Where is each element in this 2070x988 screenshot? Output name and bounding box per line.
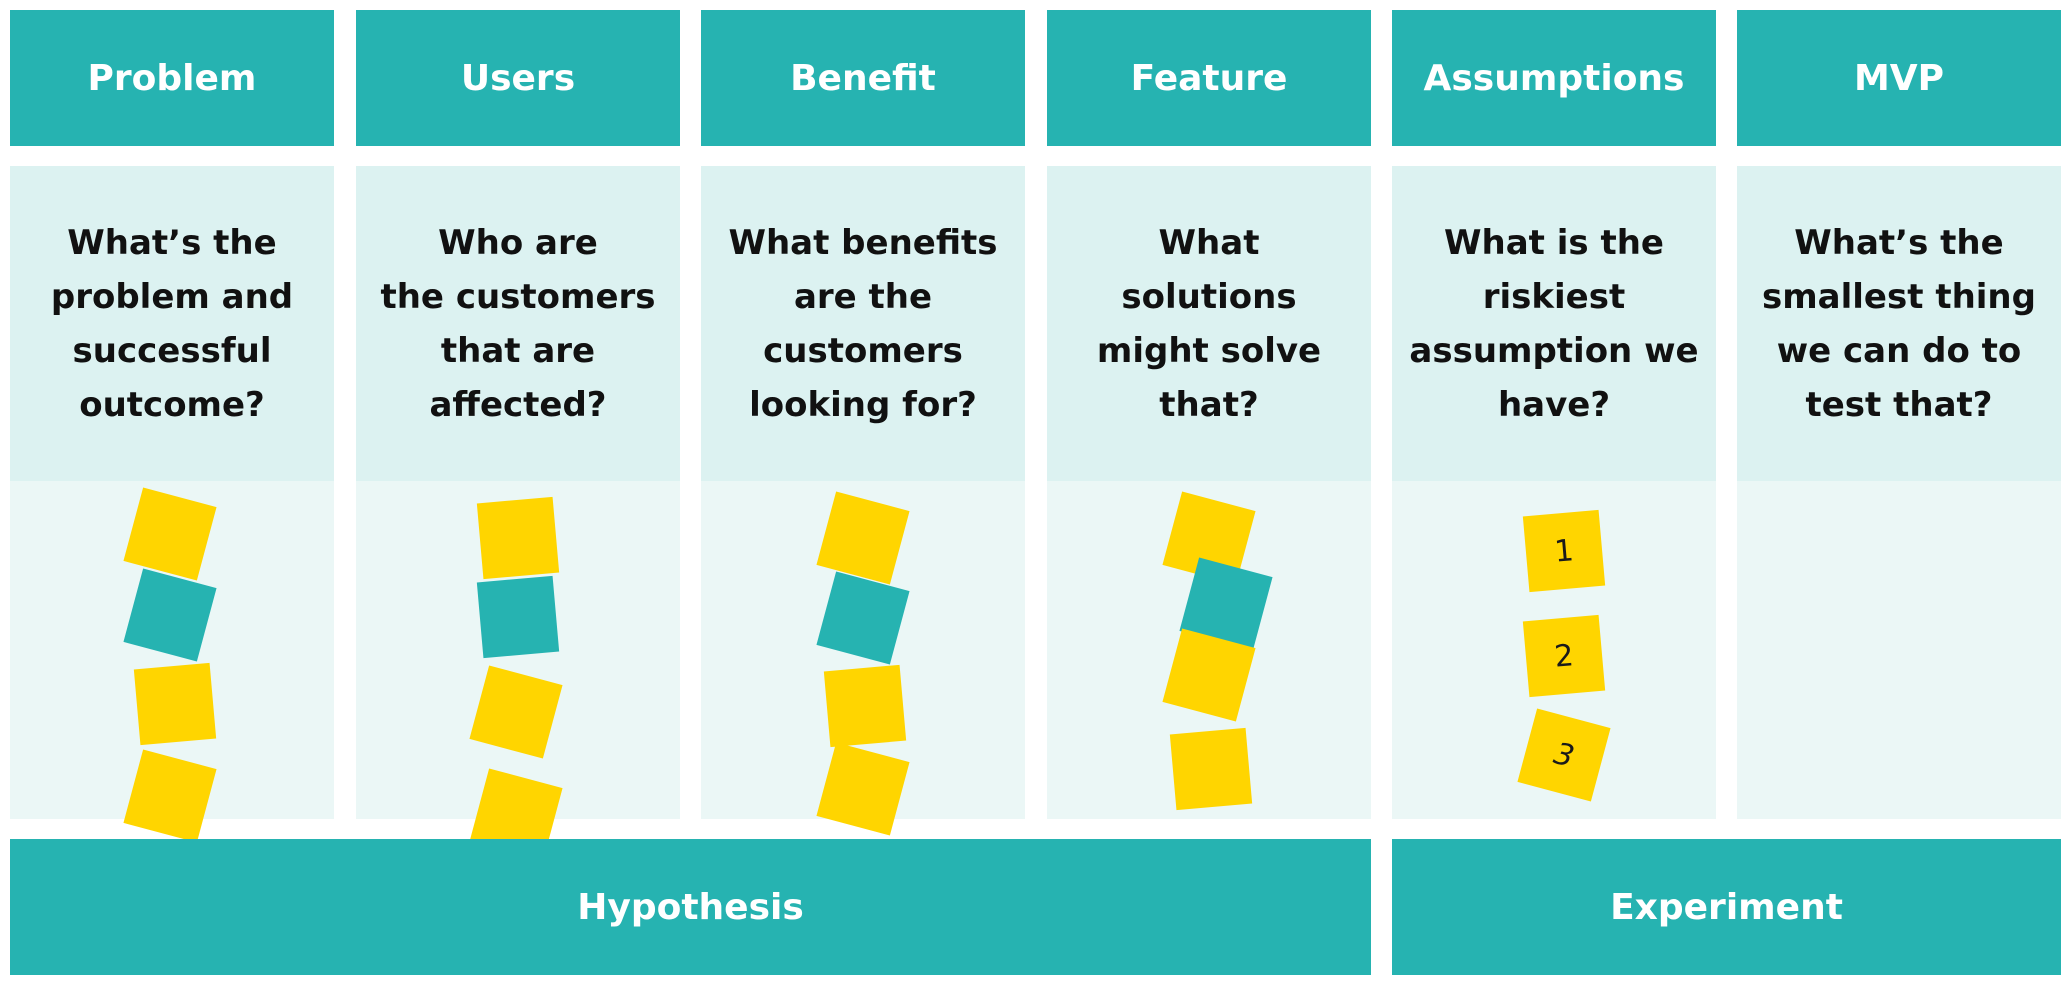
column-question-assumptions: What is the riskiest assumption we have? bbox=[1392, 166, 1716, 481]
notes-area-problem bbox=[10, 481, 334, 843]
sticky-note[interactable] bbox=[133, 662, 217, 746]
column-question-benefit: What benefits are the customers looking … bbox=[701, 166, 1025, 481]
column-header-problem: Problem bbox=[10, 10, 334, 146]
sticky-note-2[interactable]: 2 bbox=[1522, 614, 1606, 698]
sticky-note-number: 2 bbox=[1552, 637, 1576, 675]
notes-area-benefit bbox=[701, 481, 1025, 836]
sticky-note[interactable] bbox=[123, 487, 217, 581]
sticky-note[interactable] bbox=[476, 575, 560, 659]
column-header-assumptions: Assumptions bbox=[1392, 10, 1716, 146]
sticky-note[interactable] bbox=[476, 496, 560, 580]
sticky-note[interactable] bbox=[823, 664, 907, 748]
sticky-note-number: 3 bbox=[1550, 735, 1578, 775]
sticky-note-number: 1 bbox=[1552, 532, 1576, 570]
notes-area-users bbox=[356, 481, 680, 862]
sticky-note[interactable] bbox=[816, 491, 910, 585]
column-question-problem: What’s the problem and successful outcom… bbox=[10, 166, 334, 481]
column-header-feature: Feature bbox=[1047, 10, 1371, 146]
sticky-note[interactable] bbox=[816, 571, 910, 665]
notes-area-feature bbox=[1047, 481, 1371, 819]
column-header-mvp: MVP bbox=[1737, 10, 2061, 146]
column-header-benefit: Benefit bbox=[701, 10, 1025, 146]
hypothesis-band: Hypothesis bbox=[10, 839, 1371, 975]
sticky-note[interactable] bbox=[816, 742, 910, 836]
experiment-band: Experiment bbox=[1392, 839, 2061, 975]
sticky-note[interactable] bbox=[1169, 727, 1253, 811]
column-question-mvp: What’s the smallest thing we can do to t… bbox=[1737, 166, 2061, 481]
notes-area-assumptions: 1 2 3 bbox=[1392, 481, 1716, 819]
sticky-note-3[interactable]: 3 bbox=[1517, 708, 1611, 802]
sticky-note[interactable] bbox=[123, 568, 217, 662]
notes-area-mvp bbox=[1737, 481, 2061, 819]
column-header-users: Users bbox=[356, 10, 680, 146]
sticky-note[interactable] bbox=[469, 665, 563, 759]
sticky-note[interactable] bbox=[123, 749, 217, 843]
column-question-users: Who are the customers that are affected? bbox=[356, 166, 680, 481]
column-question-feature: What solutions might solve that? bbox=[1047, 166, 1371, 481]
sticky-note-1[interactable]: 1 bbox=[1522, 509, 1606, 593]
